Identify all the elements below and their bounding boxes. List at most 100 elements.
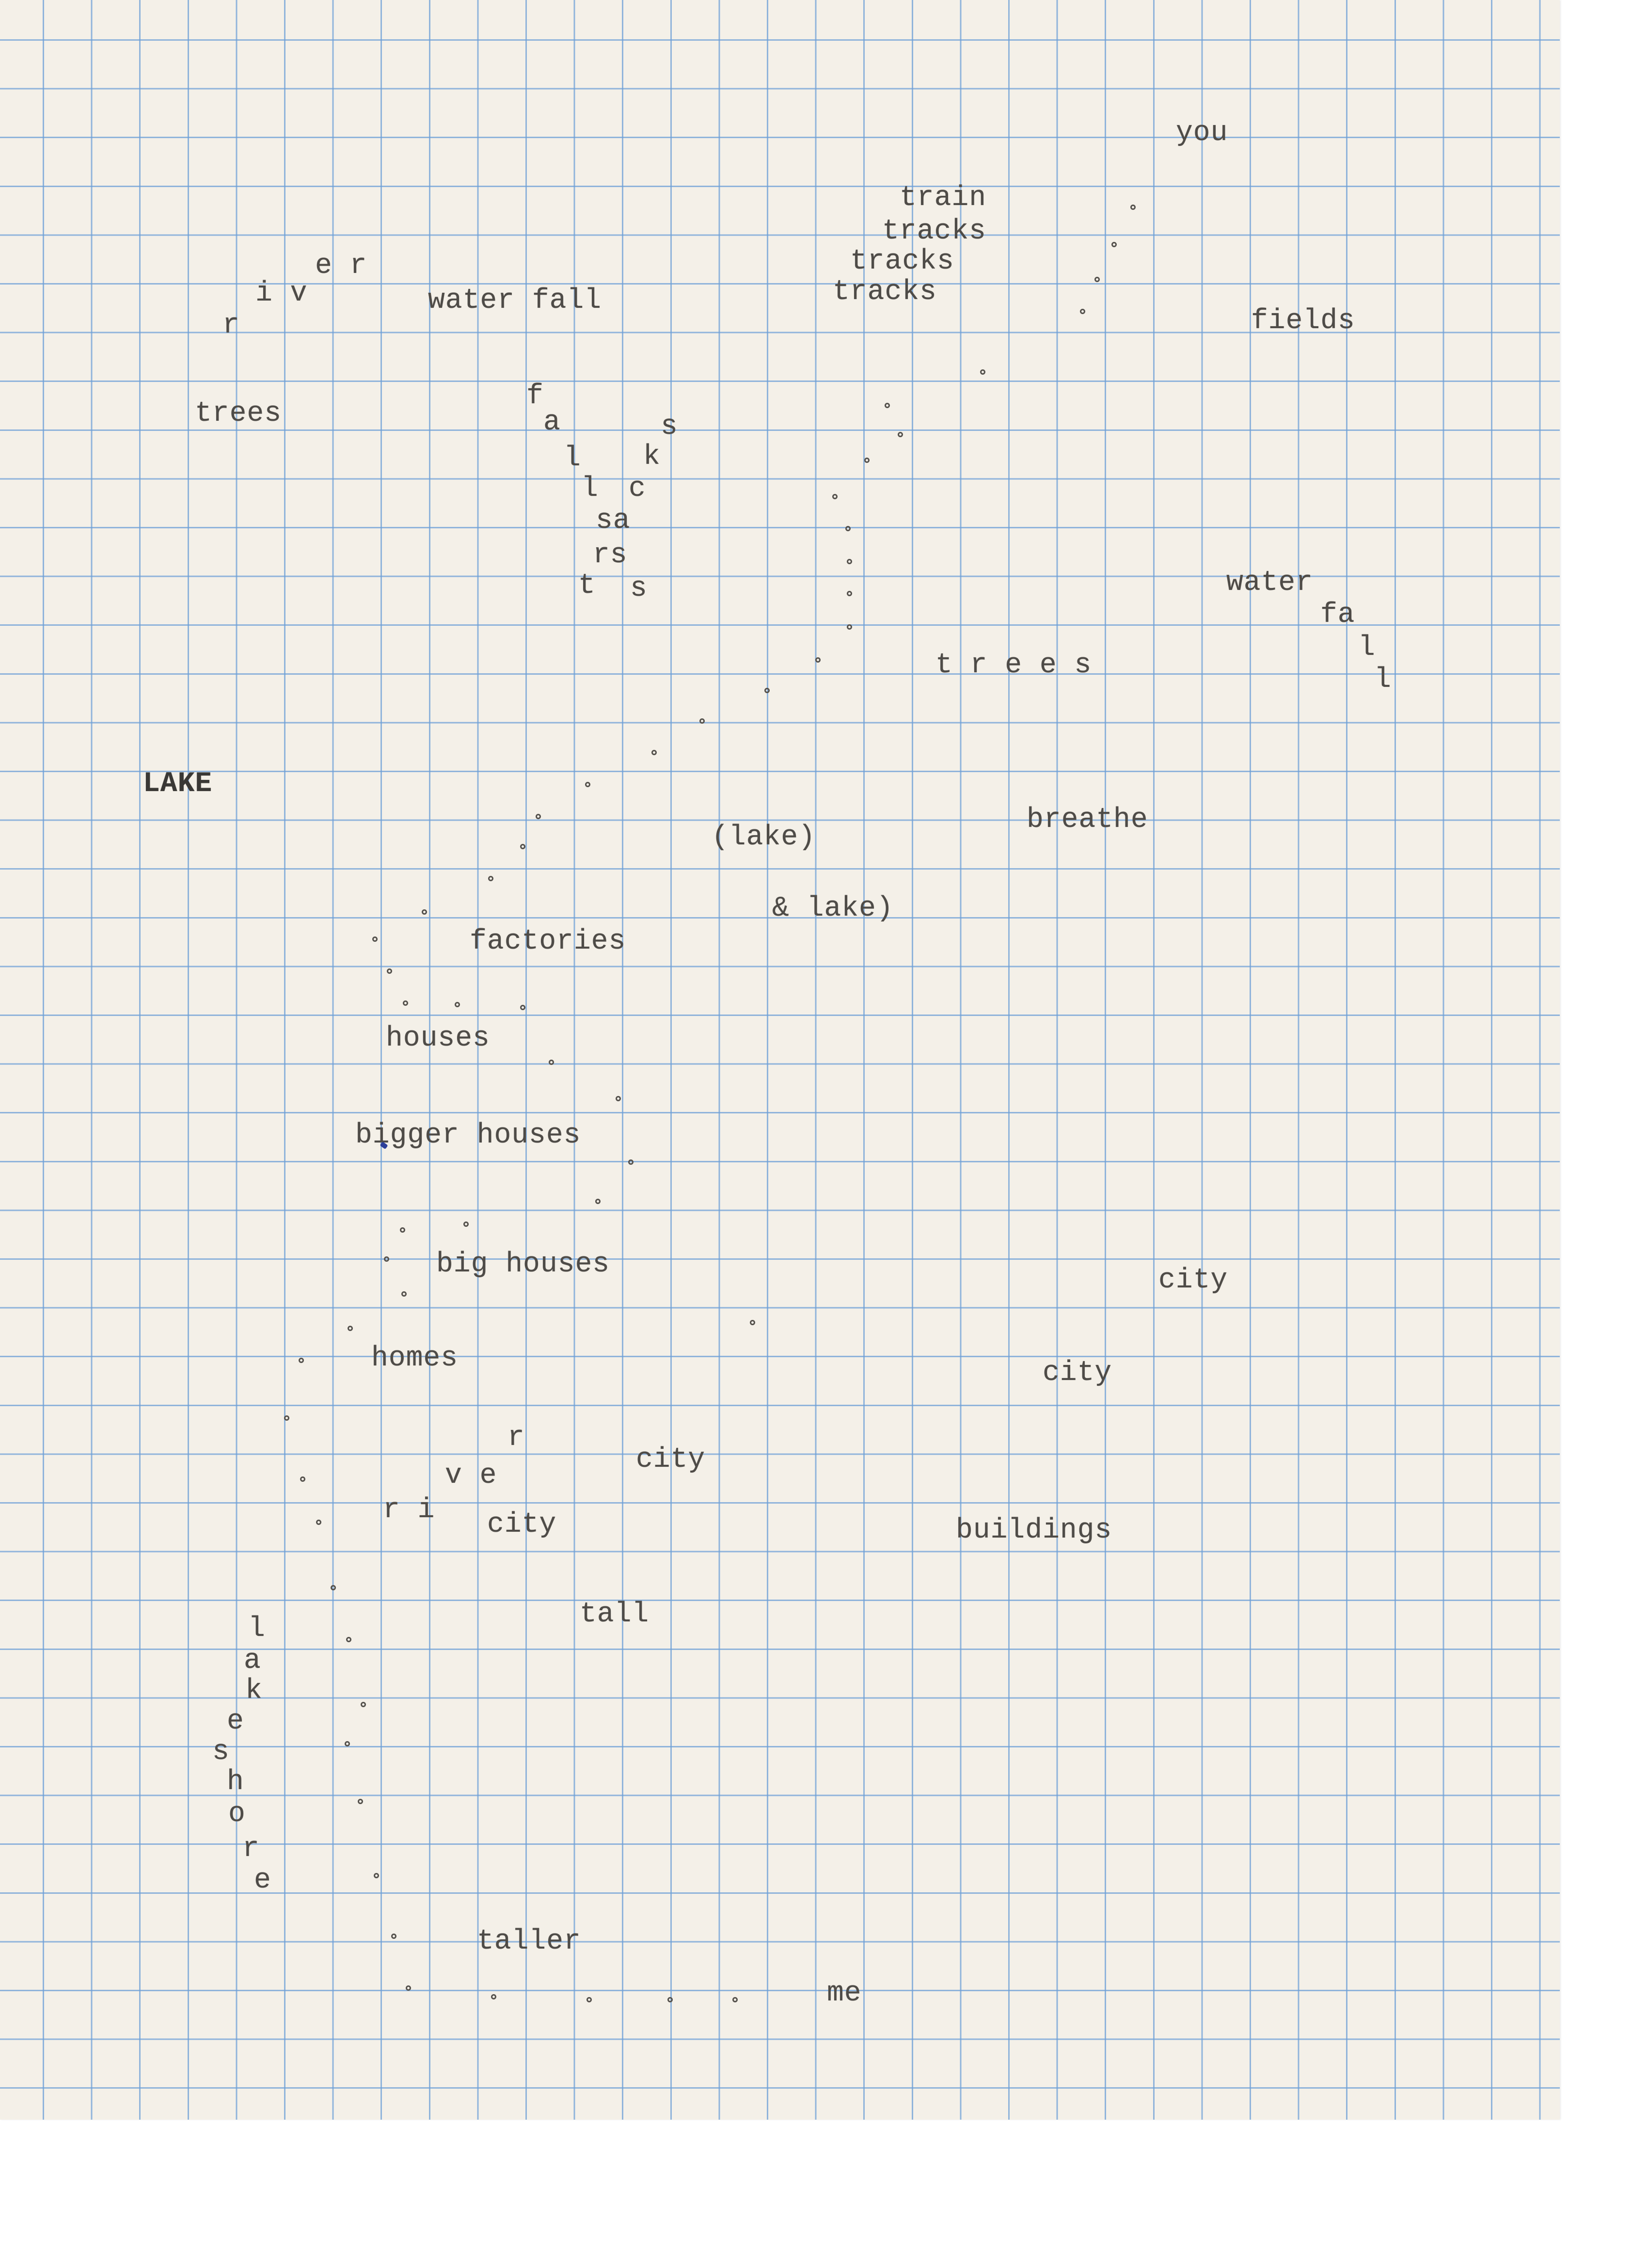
word-city: city [636,1444,706,1475]
typed-dot [406,1985,411,1991]
typed-dot [346,1637,351,1642]
fall-letters-fa: fa [1320,599,1355,631]
typed-dot [384,1256,389,1262]
word-water: water [1226,567,1314,599]
word-buildings: buildings [956,1515,1112,1546]
typed-dot [331,1585,336,1590]
fall-letter-l: l [1374,664,1392,696]
word-lake-parenthesized: (lake) [712,822,816,853]
word-and-lake: & lake) [772,893,894,924]
lakeshore-letter: s [212,1736,230,1768]
word-trees-spaced: t r e e s [935,650,1092,681]
typed-dot [845,526,851,531]
typed-dot [374,1873,379,1878]
typed-dot [400,1227,405,1233]
typed-dot [750,1320,755,1325]
lakeshore-letter: h [227,1766,244,1798]
typed-dot [898,432,903,437]
typed-dot [864,458,870,463]
typed-dot [520,1005,525,1010]
word-city: city [487,1509,557,1540]
lakeshore-letter: r [242,1833,260,1865]
sacks-letter: s [630,573,648,604]
typed-dot [832,494,838,499]
typed-dot [815,657,821,663]
typed-dot [764,688,770,693]
typed-dot [488,876,493,881]
typed-dot [1080,309,1085,314]
typed-dot [1130,205,1136,210]
sacks-letter: s [661,411,678,443]
typed-dot [520,844,525,849]
word-city: city [1158,1265,1228,1296]
word-me: me [827,1978,862,2009]
falls-letter: a [543,407,561,438]
word-tracks-3: tracks [833,276,937,308]
word-you: you [1176,117,1228,149]
typed-dot [348,1326,353,1331]
typed-dot [463,1221,469,1227]
falls-letter: t [578,570,596,602]
word-tracks-2: tracks [850,246,954,277]
word-breathe: breathe [1027,804,1148,836]
river-letters-iv: i v [255,278,308,309]
falls-letter: f [526,381,544,412]
river-letters-er: e r [315,250,367,282]
falls-letter: rs [593,539,628,571]
typed-dot [372,936,378,942]
typed-dot [403,1000,408,1006]
typed-dot [387,968,392,974]
typed-dot [980,369,985,375]
typed-dot [847,591,852,596]
typed-dot [585,782,590,787]
typed-dot [536,814,541,819]
typed-dot [616,1096,621,1101]
word-taller: taller [477,1926,581,1957]
word-homes: homes [371,1343,459,1374]
typed-dot [651,750,657,755]
typed-dot [885,403,890,408]
typed-dot [300,1476,305,1482]
typed-dot [455,1002,460,1007]
river-letter-r: r [507,1422,525,1454]
lakeshore-letter: k [245,1675,263,1707]
word-bigger-houses: bigger houses [355,1120,581,1151]
lakeshore-letter: o [228,1798,246,1830]
word-tall: tall [580,1599,650,1630]
typed-dot [628,1159,634,1165]
lakeshore-letter: a [244,1645,261,1677]
typed-dot [391,1934,396,1939]
word-train: train [900,182,987,214]
river-letters-ve: v e [445,1460,497,1491]
typed-dot [316,1520,321,1525]
falls-letter: l [581,473,599,505]
typed-dot [284,1415,289,1421]
typed-dot [667,1997,673,2002]
falls-letter: sa [596,505,631,537]
word-factories: factories [470,926,626,957]
typed-dot [361,1702,366,1707]
lakeshore-letter: l [248,1613,266,1645]
lakeshore-letter: e [227,1706,244,1737]
typed-dot [1094,277,1100,282]
typed-dot [345,1741,350,1746]
river-letter-r: r [222,310,240,341]
lakeshore-letter: e [254,1865,271,1896]
river-letters-ri: r i [383,1494,435,1526]
word-houses: houses [386,1023,490,1054]
word-lake-caps: LAKE [143,768,213,800]
typed-dot [358,1799,363,1804]
typed-dot [595,1199,601,1204]
word-water-fall: water fall [428,285,602,317]
typed-dot [732,1997,738,2002]
word-fields: fields [1251,305,1355,337]
fall-letter-l: l [1358,632,1376,664]
typed-dot [1111,242,1117,247]
sacks-letter: k [643,441,661,473]
word-big-houses: big houses [436,1249,610,1280]
typed-dot [847,624,852,630]
typed-dot [549,1060,554,1065]
word-tracks-1: tracks [882,216,986,247]
sacks-letter: c [629,473,646,505]
graph-paper-sheet: you train tracks tracks tracks e r i v r… [0,0,1560,2120]
